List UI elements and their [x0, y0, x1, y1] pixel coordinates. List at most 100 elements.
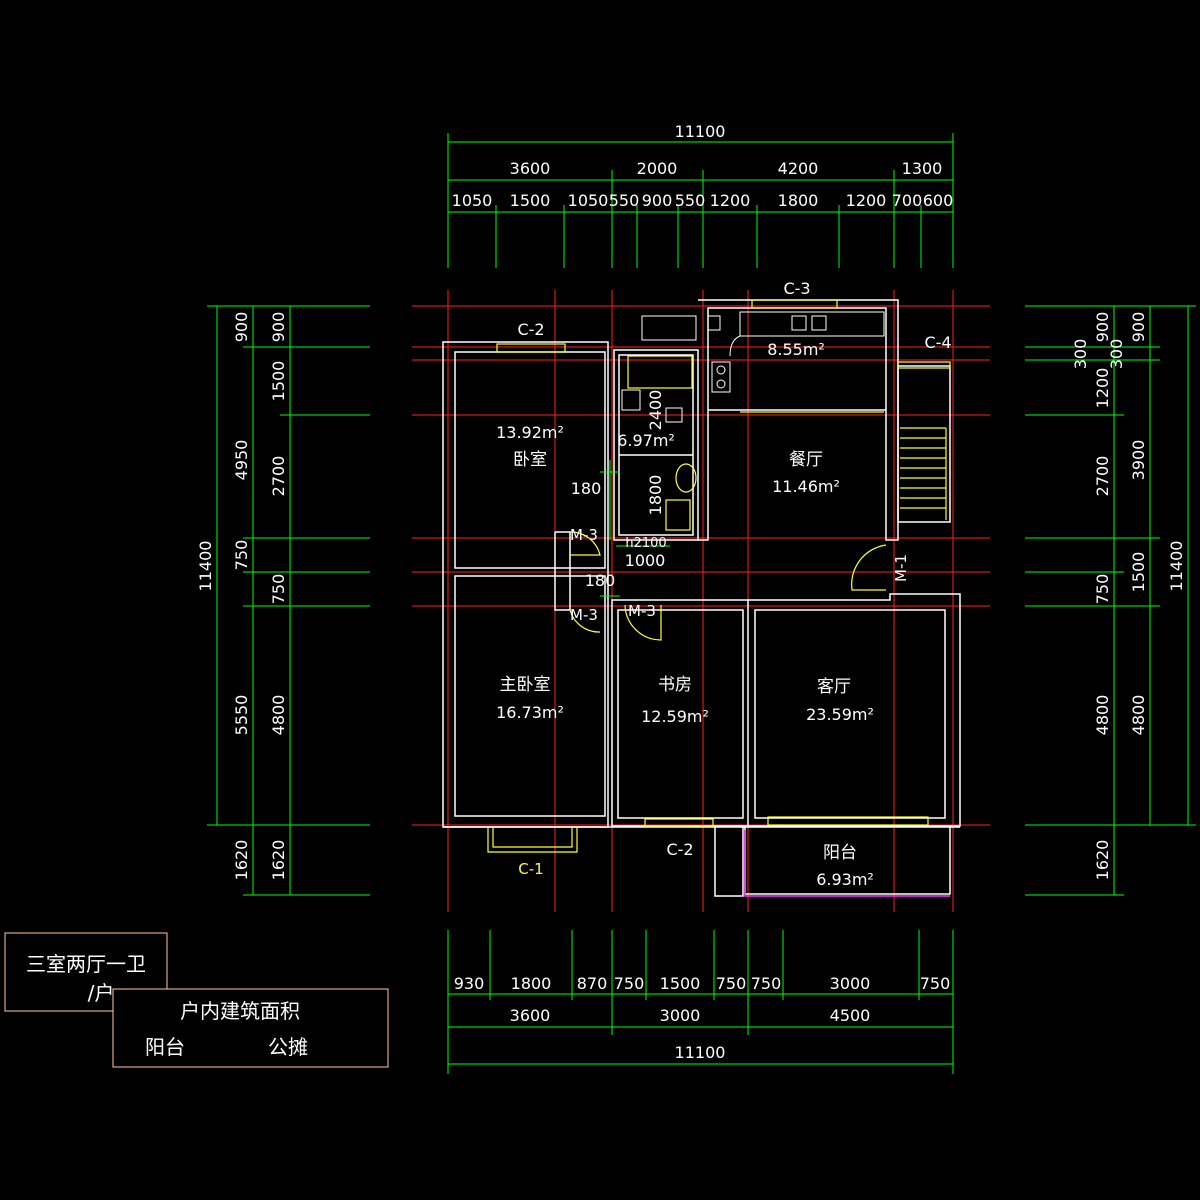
dim-bottom-fine-4: 1500: [660, 974, 701, 993]
window-c3: [751, 299, 838, 309]
dimension-text: 11100 3600 2000 4200 1300 1050 1500 1050…: [196, 122, 1186, 1062]
dim-top-fine-7: 1800: [778, 191, 819, 210]
dim-wall-180-upper: 180: [571, 479, 602, 498]
dim-bottom-mid-0: 3600: [510, 1006, 551, 1025]
bathroom-area: 6.97m²: [617, 431, 675, 450]
dim-left-mid-4: 1620: [232, 840, 251, 881]
legend-col-balcony: 阳台: [145, 1035, 185, 1059]
dim-bath-2400: 2400: [646, 390, 665, 431]
dim-bottom-mid-2: 4500: [830, 1006, 871, 1025]
dim-top-fine-6: 1200: [710, 191, 751, 210]
dim-left-fine-4: 4800: [269, 695, 288, 736]
dim-bottom-fine-5: 750: [716, 974, 747, 993]
dim-top-total: 11100: [675, 122, 726, 141]
door-tag-m3-upper: M-3: [570, 526, 598, 544]
dining-area: 11.46m²: [772, 477, 840, 496]
balcony-name: 阳台: [823, 843, 857, 863]
bay-window-c1: [487, 827, 578, 853]
window-tag-c3: C-3: [783, 279, 810, 298]
door-tag-m1: M-1: [892, 554, 910, 582]
dim-h2100: h2100: [625, 536, 666, 551]
kitchen-area: 8.55m²: [767, 340, 825, 359]
dim-top-mid-0: 3600: [510, 159, 551, 178]
window-c2-top: [496, 343, 566, 353]
legend-title-line1: 三室两厅一卫: [26, 952, 146, 976]
window-tag-c2-top: C-2: [517, 320, 544, 339]
dim-right-fine-4: 750: [1093, 574, 1112, 605]
window-c2-bottom: [644, 818, 714, 828]
dim-right-mid-1: 300: [1107, 339, 1126, 370]
dim-top-fine-4: 900: [642, 191, 673, 210]
dim-right-mid-0: 900: [1129, 312, 1148, 343]
door-m3-lower: [569, 609, 601, 633]
window-tag-c2-bottom: C-2: [666, 840, 693, 859]
master-area: 16.73m²: [496, 703, 564, 722]
window-c4: [897, 361, 951, 369]
door-tag-m3-lower: M-3: [570, 606, 598, 624]
dim-right-mid-4: 4800: [1129, 695, 1148, 736]
dim-bottom-mid-1: 3000: [660, 1006, 701, 1025]
dim-top-fine-9: 700: [892, 191, 923, 210]
living-name: 客厅: [817, 677, 851, 697]
dim-left-mid-1: 4950: [232, 440, 251, 481]
walls: [442, 299, 961, 897]
dim-wall-180-lower: 180: [585, 571, 616, 590]
dim-right-fine-6: 1620: [1093, 840, 1112, 881]
dim-left-fine-3: 750: [269, 574, 288, 605]
bedroom-area: 13.92m²: [496, 423, 564, 442]
dim-right-fine-3: 2700: [1093, 456, 1112, 497]
dim-top-fine-3: 550: [609, 191, 640, 210]
dim-top-mid-2: 4200: [778, 159, 819, 178]
dim-right-fine-0: 300: [1071, 339, 1090, 370]
dimension-lines: [207, 133, 1196, 1074]
dim-left-fine-2: 2700: [269, 456, 288, 497]
kitchen-fixtures: [621, 311, 885, 423]
dim-left-fine-5: 1620: [269, 840, 288, 881]
study-area: 12.59m²: [641, 707, 709, 726]
legend-col-shared: 公摊: [268, 1035, 308, 1059]
dim-top-fine-1: 1500: [510, 191, 551, 210]
dim-right-fine-1: 900: [1093, 312, 1112, 343]
dim-left-fine-1: 1500: [269, 361, 288, 402]
dim-1000: 1000: [625, 551, 666, 570]
door-m1: [851, 544, 887, 591]
door-m3-study: [624, 604, 662, 641]
opening-tags: C-2 C-3 C-4 C-1 C-2 M-3 M-3 M-3 M-1: [517, 279, 951, 878]
balcony-area: 6.93m²: [816, 870, 874, 889]
dim-top-fine-0: 1050: [452, 191, 493, 210]
dim-top-fine-5: 550: [675, 191, 706, 210]
living-area: 23.59m²: [806, 705, 874, 724]
dim-left-mid-3: 5550: [232, 695, 251, 736]
window-tag-c1: C-1: [518, 860, 543, 878]
study-name: 书房: [658, 675, 692, 695]
dim-top-mid-1: 2000: [637, 159, 678, 178]
dim-top-mid-3: 1300: [902, 159, 943, 178]
dim-bottom-fine-8: 750: [920, 974, 951, 993]
fixtures: [487, 299, 951, 853]
room-labels: 13.92m² 卧室 6.97m² 8.55m² 餐厅 11.46m² 主卧室 …: [496, 340, 874, 889]
window-tag-c4: C-4: [924, 333, 951, 352]
door-tag-m3-study: M-3: [628, 602, 656, 620]
dim-right-mid-3: 1500: [1129, 552, 1148, 593]
balcony-rail: [744, 830, 950, 897]
dim-bottom-fine-0: 930: [454, 974, 485, 993]
master-name: 主卧室: [500, 675, 551, 695]
dim-bottom-fine-2: 870: [577, 974, 608, 993]
dim-left-mid-0: 900: [232, 312, 251, 343]
window-living: [767, 816, 929, 826]
dim-bottom-fine-7: 3000: [830, 974, 871, 993]
axis-grid: [412, 290, 990, 912]
dim-left-mid-2: 750: [232, 540, 251, 571]
dim-right-fine-5: 4800: [1093, 695, 1112, 736]
legend-title-line2: /户: [88, 981, 115, 1005]
dim-bottom-fine-6: 750: [751, 974, 782, 993]
dim-bottom-fine-1: 1800: [511, 974, 552, 993]
dim-bottom-fine-3: 750: [614, 974, 645, 993]
door-m3-upper: [569, 531, 601, 556]
dim-top-fine-8: 1200: [846, 191, 887, 210]
dim-bath-1800: 1800: [646, 475, 665, 516]
dim-top-fine-2: 1050: [568, 191, 609, 210]
legend: 三室两厅一卫 /户 户内建筑面积 阳台 公摊: [4, 932, 389, 1068]
dim-left-total: 11400: [196, 541, 215, 592]
